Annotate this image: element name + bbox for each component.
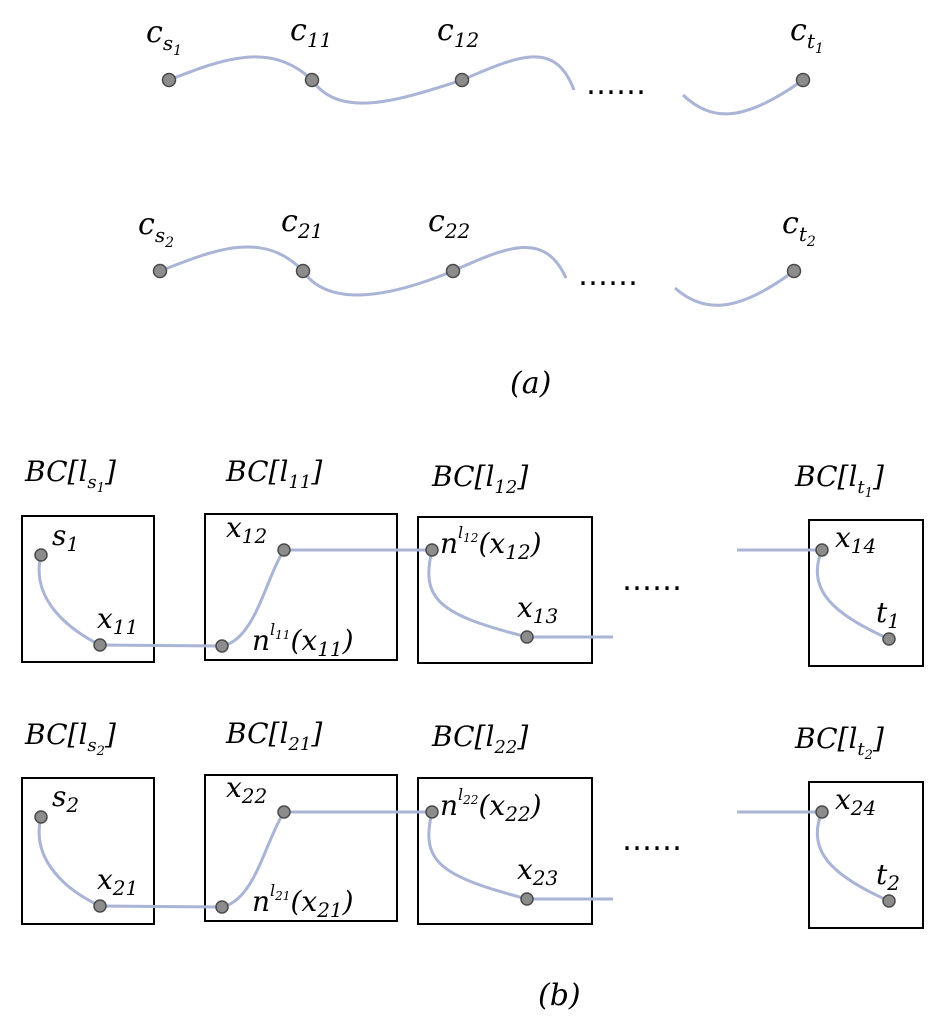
node-t2 [882, 894, 896, 908]
node-x24 [815, 805, 829, 819]
edge-cs2-c21 [159, 245, 305, 273]
node-n22 [425, 805, 439, 819]
label-x14: x14 [835, 521, 876, 558]
edge-x11-n11 [99, 643, 223, 648]
box-title-l22: BC[l22] [431, 720, 528, 758]
node-x23 [520, 892, 534, 906]
panel-a-row-1: cs1 c11 c12 ct1 …… [146, 13, 824, 116]
box-l21 [204, 774, 398, 922]
label-c12: c12 [437, 13, 479, 52]
box-l22 [417, 777, 593, 925]
node-t1 [882, 632, 896, 646]
node-c21 [295, 263, 311, 279]
ellipsis-a-row-2: …… [578, 258, 638, 293]
panel-b-row-2: BC[ls2] BC[l21] BC[l22] BC[lt2] [21, 717, 924, 929]
label-x12: x12 [226, 511, 267, 548]
edge-ellipsis-ct2 [674, 269, 795, 307]
box-ls2 [21, 777, 155, 925]
node-ct2 [786, 263, 802, 279]
box-title-l12: BC[l12] [431, 460, 528, 498]
label-x21: x21 [97, 863, 138, 900]
caption-b: (b) [538, 978, 581, 1013]
edge-n12-x13 [427, 549, 528, 639]
box-title-l21: BC[l21] [225, 717, 322, 755]
edge-cs1-c11 [168, 55, 314, 82]
node-n12 [425, 543, 439, 557]
node-x13 [520, 630, 534, 644]
label-n-l22-x22: nl22(x22) [440, 785, 542, 826]
label-t2: t2 [876, 858, 900, 895]
edge-n21-x22 [221, 811, 286, 909]
label-c21: c21 [281, 204, 323, 243]
box-l12 [417, 516, 593, 664]
edge-x21-n21 [99, 904, 223, 909]
label-x22: x22 [226, 771, 267, 808]
edge-c21-c22 [301, 269, 454, 297]
label-x11: x11 [97, 602, 138, 639]
node-s1 [34, 548, 48, 562]
edge-ellipsis-ct1 [681, 78, 804, 116]
label-c22: c22 [428, 204, 470, 243]
node-x22 [277, 805, 291, 819]
node-c12 [454, 72, 470, 88]
label-n-l12-x12: nl12(x12) [440, 523, 542, 564]
node-cs1 [161, 72, 177, 88]
ellipsis-a-row-1: …… [586, 67, 646, 102]
edge-c22-ellipsis [452, 245, 568, 279]
box-title-lt2: BC[lt2] [794, 722, 884, 763]
label-t1: t1 [876, 596, 900, 633]
edge-c12-ellipsis [461, 55, 576, 91]
box-l11 [204, 513, 398, 661]
box-ls1 [21, 515, 155, 663]
node-n21 [215, 900, 229, 914]
label-s2: s2 [52, 780, 79, 817]
edge-x14-t1 [815, 549, 890, 641]
edge-c11-c12 [310, 78, 463, 105]
box-title-l11: BC[l11] [225, 455, 322, 493]
ellipsis-b-row-1: …… [622, 563, 682, 598]
label-ct2: ct2 [782, 206, 816, 250]
node-ct1 [795, 72, 811, 88]
node-n11 [215, 639, 229, 653]
label-s1: s1 [52, 519, 79, 556]
label-n-l21-x21: nl21(x21) [252, 881, 354, 922]
label-x13: x13 [517, 591, 558, 628]
panel-b-row-1: BC[ls1] BC[l11] BC[l12] BC[lt1] [21, 455, 924, 667]
label-n-l11-x11: nl11(x11) [252, 620, 354, 661]
node-x21 [93, 899, 107, 913]
edge-s2-x21 [37, 816, 101, 908]
label-ct1: ct1 [790, 13, 824, 57]
box-title-ls1: BC[ls1] [24, 455, 116, 496]
panel-a: cs1 c11 c12 ct1 …… cs2 c21 c22 ct2 …… (a… [138, 13, 824, 401]
edge-n11-x12 [221, 549, 286, 648]
ellipsis-b-row-2: …… [622, 823, 682, 858]
caption-a: (a) [510, 366, 551, 401]
panel-a-row-2: cs2 c21 c22 ct2 …… [138, 204, 816, 307]
box-lt1 [808, 519, 924, 667]
node-c22 [445, 263, 461, 279]
node-cs2 [152, 263, 168, 279]
label-cs2: cs2 [138, 207, 174, 251]
node-s2 [34, 810, 48, 824]
node-x12 [277, 543, 291, 557]
label-cs1: cs1 [146, 15, 182, 59]
node-c11 [304, 72, 320, 88]
panel-b: BC[ls1] BC[l11] BC[l12] BC[lt1] [21, 455, 924, 1013]
label-x23: x23 [517, 853, 558, 890]
edge-n22-x23 [427, 811, 528, 901]
box-lt2 [808, 781, 924, 929]
edge-x24-t2 [815, 811, 890, 903]
node-x11 [93, 638, 107, 652]
node-x14 [815, 543, 829, 557]
label-x24: x24 [835, 783, 876, 820]
edge-s1-x11 [37, 554, 101, 647]
label-c11: c11 [290, 13, 332, 52]
box-title-ls2: BC[ls2] [24, 718, 116, 759]
box-title-lt1: BC[lt1] [794, 460, 884, 501]
